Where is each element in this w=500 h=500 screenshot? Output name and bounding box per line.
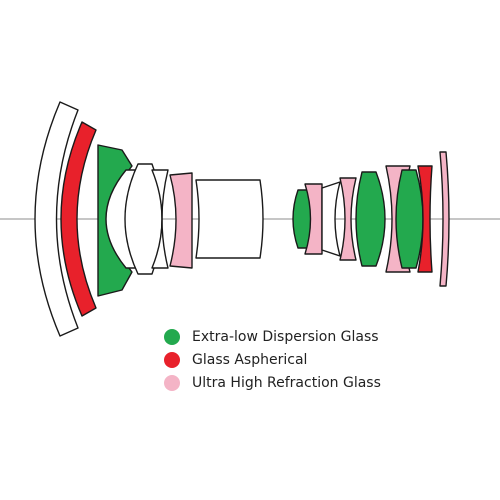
lens-element-8 bbox=[195, 179, 264, 259]
lens-element-1 bbox=[34, 101, 79, 337]
legend-label: Ultra High Refraction Glass bbox=[192, 374, 381, 391]
lens-element-12 bbox=[339, 177, 357, 261]
lens-element-11 bbox=[321, 181, 341, 257]
legend: Extra-low Dispersion Glass Glass Aspheri… bbox=[164, 325, 381, 394]
pink-dot-icon bbox=[164, 374, 180, 391]
red-dot-icon bbox=[164, 351, 180, 368]
lens-element-15 bbox=[395, 169, 424, 269]
legend-item-extra-low-dispersion: Extra-low Dispersion Glass bbox=[164, 325, 381, 348]
lens-element-16 bbox=[417, 165, 433, 273]
legend-label: Glass Aspherical bbox=[192, 351, 308, 368]
lens-element-10 bbox=[304, 183, 323, 255]
lens-element-17 bbox=[439, 151, 450, 287]
lens-element-7 bbox=[169, 172, 193, 269]
legend-item-ultra-high-refraction: Ultra High Refraction Glass bbox=[164, 371, 381, 394]
lens-element-13 bbox=[355, 171, 386, 267]
legend-item-aspherical: Glass Aspherical bbox=[164, 348, 381, 371]
green-dot-icon bbox=[164, 328, 180, 345]
lens-element-6 bbox=[151, 169, 169, 269]
legend-label: Extra-low Dispersion Glass bbox=[192, 328, 379, 345]
lens-element-2 bbox=[60, 121, 97, 317]
